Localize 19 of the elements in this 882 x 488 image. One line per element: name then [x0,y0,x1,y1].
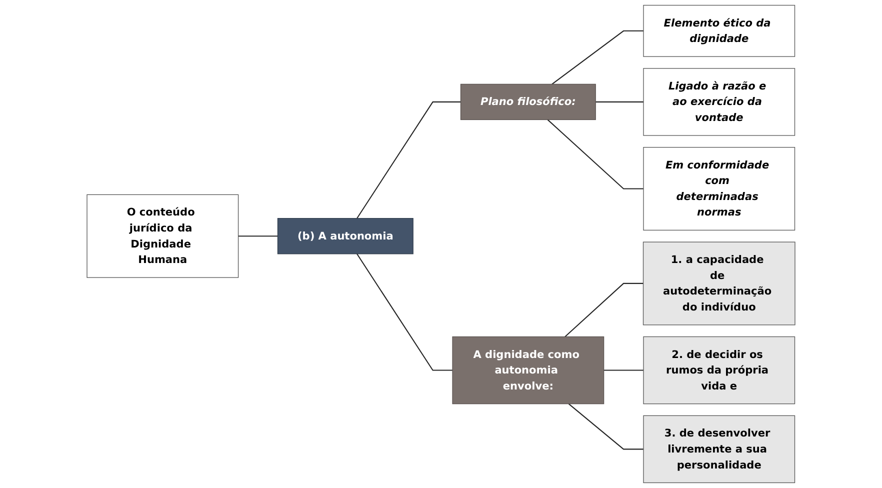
connector [604,370,644,371]
node-box: Elemento ético da dignidade [643,4,796,57]
node-box: 3. de desenvolver livremente a sua personalidade [643,415,796,484]
node-box: 1. a capacidade de autodeterminação do indivíduo [642,242,796,326]
node-box: Em conformidade com determinadas normas [643,146,796,231]
connector [552,30,644,85]
connector [564,282,644,338]
node-box: Plano filosófico: [460,84,596,120]
connector [596,101,644,102]
node-box: A dignidade como autonomia envolve: [452,336,604,404]
connector [356,254,453,371]
connector [547,119,644,190]
node-box: (b) A autonomia [277,218,414,254]
connector [356,101,461,219]
connector [568,403,644,450]
connector [238,236,278,237]
node-box: 2. de decidir os rumos da própria vida e [643,336,796,404]
node-box: Ligado à razão e ao exercício da vontade [643,68,796,136]
node-box: O conteúdo jurídico da Dignidade Humana [86,194,239,278]
